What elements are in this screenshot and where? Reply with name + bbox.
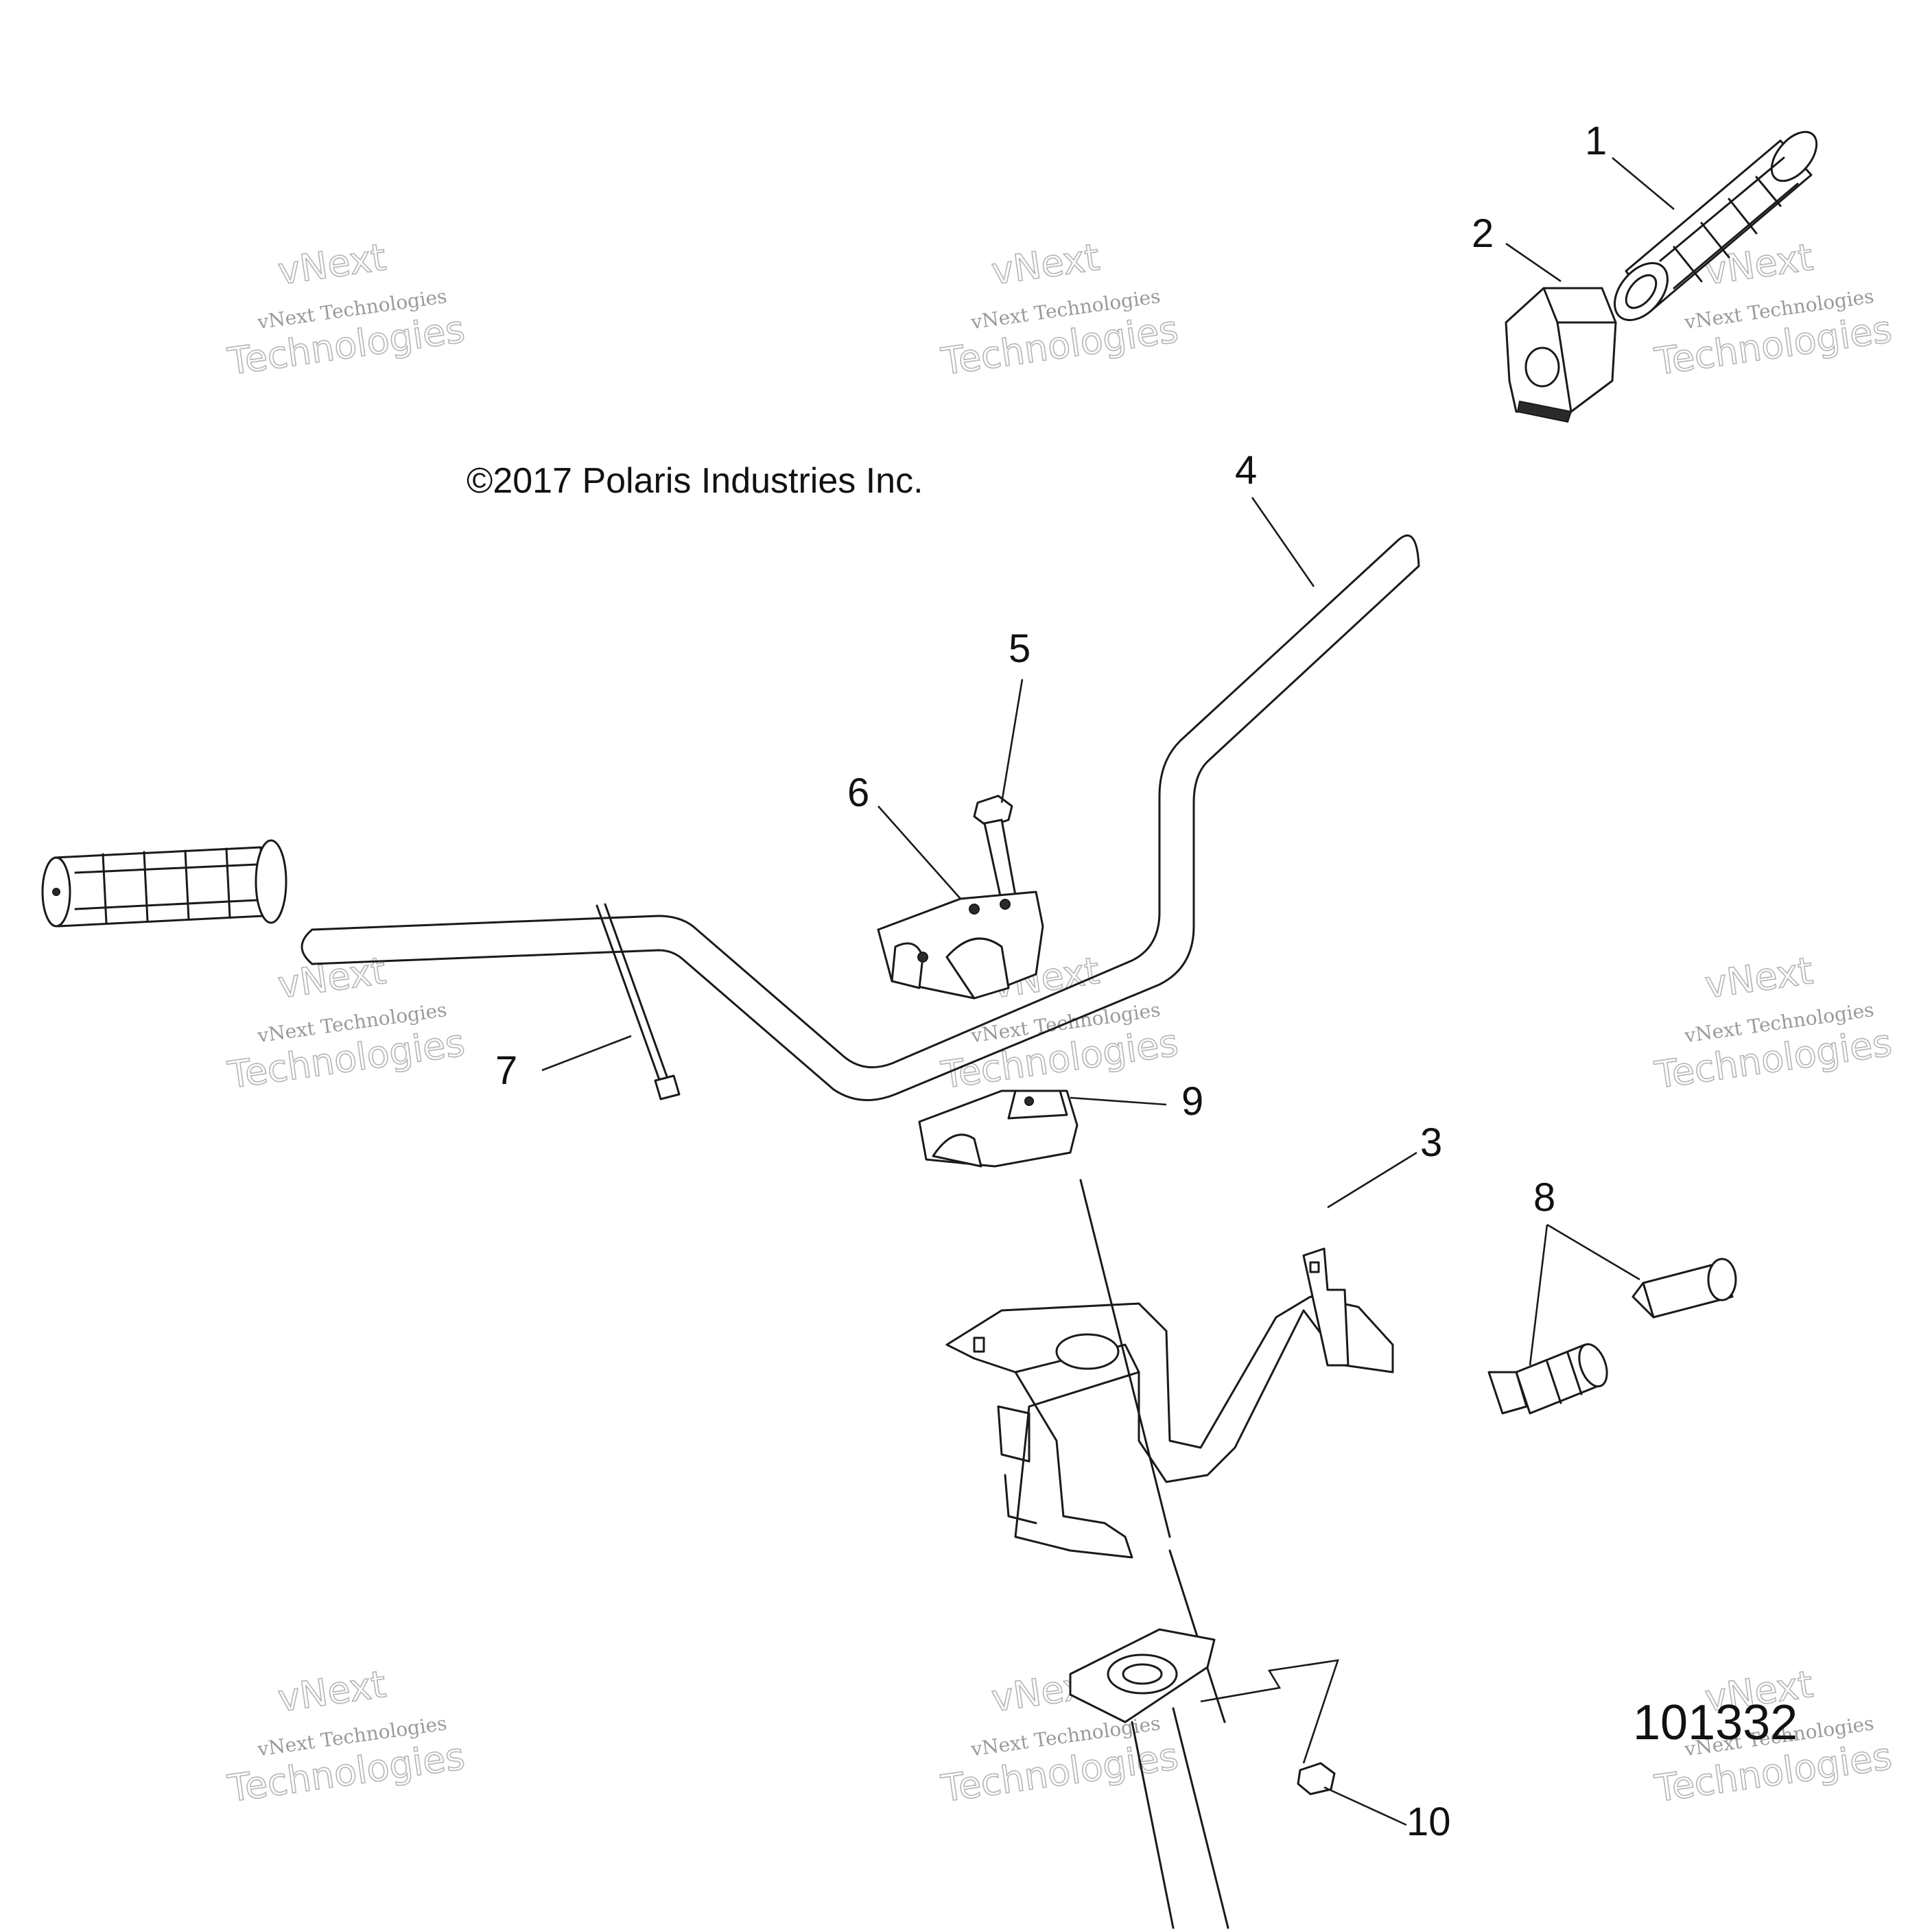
bolt-part <box>973 794 1017 904</box>
left-grip-part <box>41 839 287 928</box>
callout-3: 3 <box>1420 1120 1442 1165</box>
watermark: vNext vNext Technologies Technologies <box>224 235 468 384</box>
upper-clamp-part <box>877 891 1044 1000</box>
steering-column-part <box>1069 1179 1339 1929</box>
right-grip-part <box>1614 130 1818 322</box>
watermark: vNext vNext Technologies Technologies <box>1651 235 1895 384</box>
watermark: vNext vNext Technologies Technologies <box>224 1662 468 1811</box>
callout-6: 6 <box>847 770 869 815</box>
cable-tie-part <box>596 903 681 1100</box>
callout-9: 9 <box>1181 1079 1203 1124</box>
callout-1: 1 <box>1585 119 1607 163</box>
callout-2: 2 <box>1472 211 1494 256</box>
svg-text:vNext: vNext <box>275 949 388 1006</box>
switch-assembly-part <box>1487 1258 1737 1415</box>
lower-clamp-part <box>918 1089 1079 1168</box>
bracket-part <box>945 1247 1394 1559</box>
svg-text:vNext: vNext <box>989 235 1102 293</box>
callout-10: 10 <box>1406 1800 1451 1844</box>
callout-7: 7 <box>495 1048 517 1093</box>
callout-8: 8 <box>1533 1175 1555 1220</box>
svg-text:vNext: vNext <box>275 1662 388 1720</box>
svg-text:vNext: vNext <box>1702 949 1815 1006</box>
leader-lines <box>541 157 1675 1826</box>
copyright-notice: ©2017 Polaris Industries Inc. <box>467 461 923 501</box>
watermark: vNext vNext Technologies Technologies <box>938 235 1181 384</box>
diagram-reference-number: 101332 <box>1633 1695 1798 1750</box>
callout-5: 5 <box>1009 626 1030 671</box>
svg-text:vNext: vNext <box>275 235 388 293</box>
nut-part <box>1297 1762 1336 1795</box>
watermark: vNext vNext Technologies Technologies <box>1651 948 1895 1097</box>
callout-4: 4 <box>1235 448 1257 493</box>
grip-holder-part <box>1505 287 1617 423</box>
handlebar-part <box>301 534 1420 1101</box>
